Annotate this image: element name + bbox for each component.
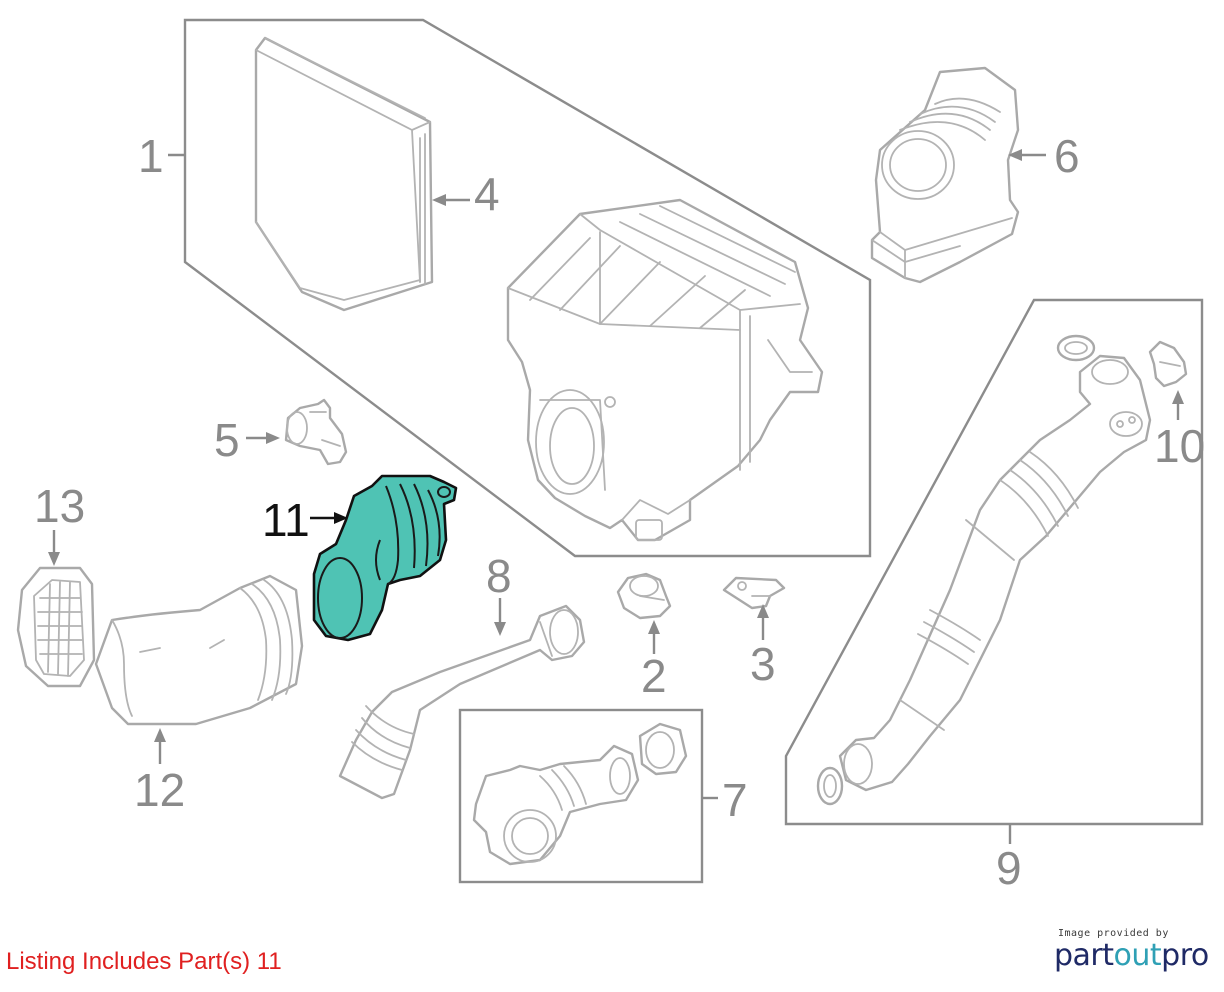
callout-12: 12 (134, 764, 185, 816)
assembly-9-frame (784, 298, 1204, 826)
brand-name: partoutpro (1054, 938, 1209, 973)
sensor-part-10 (1148, 340, 1188, 388)
callout-2: 2 (641, 650, 667, 702)
intake-duct-upper (870, 66, 1020, 284)
callout-1: 1 (138, 130, 164, 182)
screen-part-13 (16, 566, 96, 688)
partoutpro-logo: Image provided by partoutpro (1054, 928, 1209, 973)
callout-7: 7 (722, 774, 748, 826)
callout-3: 3 (750, 638, 776, 690)
callout-5: 5 (214, 414, 240, 466)
mount-part-2 (616, 572, 672, 620)
air-cleaner-housing (506, 198, 824, 542)
brand-name-accent: out (1113, 938, 1162, 973)
brand-caption: Image provided by (1058, 928, 1169, 939)
brand-name-suffix: pro (1161, 938, 1209, 973)
assembly-7-frame (458, 708, 704, 884)
highlighted-duct-part-11 (312, 474, 458, 642)
assembly-1-frame (183, 18, 872, 558)
callout-6: 6 (1054, 130, 1080, 182)
clip-part-5 (284, 398, 348, 466)
hose-assembly-part-7 (472, 722, 688, 866)
air-filter-element (254, 36, 434, 312)
hose-part-8 (338, 604, 586, 800)
callout-8: 8 (486, 550, 512, 602)
inlet-duct-part-12 (94, 574, 304, 726)
listing-note: Listing Includes Part(s) 11 (6, 948, 282, 975)
bracket-part-3 (722, 576, 786, 610)
callout-4: 4 (474, 168, 500, 220)
brand-name-part: part (1054, 938, 1114, 973)
callout-13: 13 (34, 480, 85, 532)
callout-9: 9 (996, 842, 1022, 894)
callout-10: 10 (1154, 420, 1205, 472)
hose-assembly-part-9 (816, 334, 1152, 806)
callout-11: 11 (262, 494, 310, 546)
